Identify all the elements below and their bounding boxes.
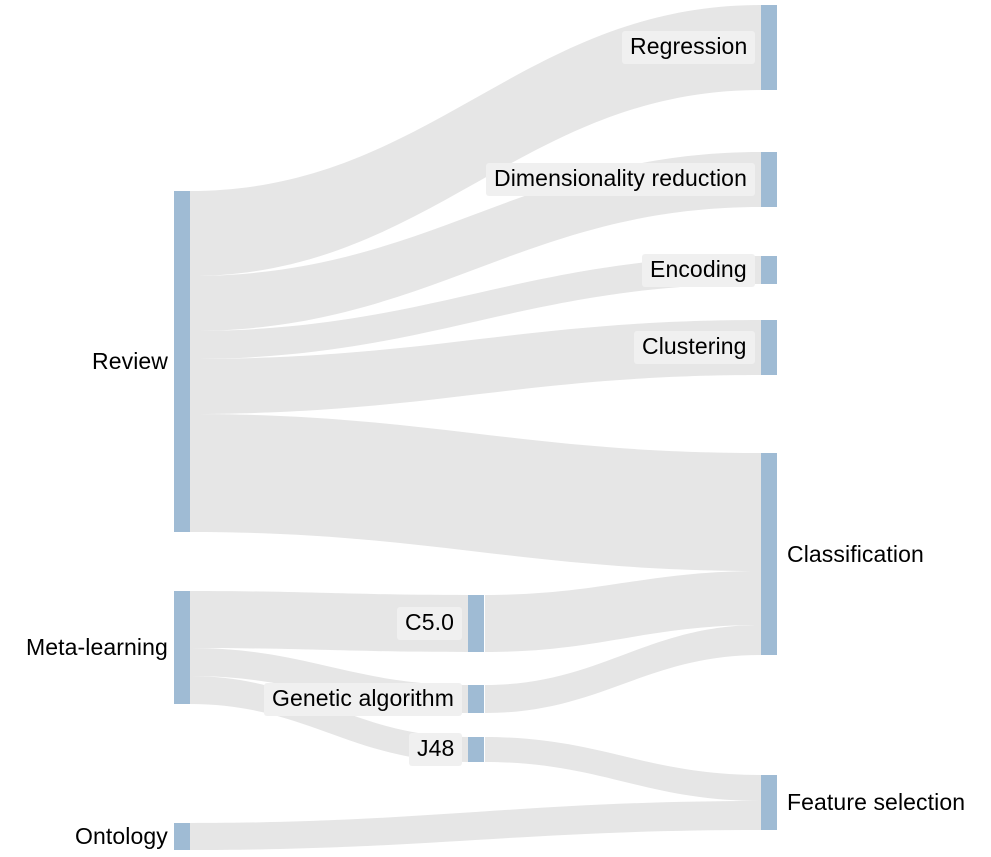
sankey-node-review[interactable] (174, 191, 190, 532)
sankey-node-label-meta-learning: Meta-learning (26, 634, 168, 660)
sankey-node-genetic-algorithm[interactable] (468, 685, 484, 713)
sankey-link-j48-to-feature-selection[interactable] (485, 737, 761, 801)
sankey-link-c5.0-to-classification[interactable] (485, 571, 761, 652)
sankey-links-group (190, 5, 761, 850)
sankey-node-label-regression: Regression (622, 31, 756, 64)
sankey-node-label-j48: J48 (409, 733, 463, 766)
sankey-node-label-feature-selection: Feature selection (787, 789, 966, 815)
sankey-node-clustering[interactable] (761, 320, 777, 375)
sankey-link-meta-learning-to-j48[interactable] (190, 676, 468, 762)
sankey-node-label-encoding: Encoding (642, 254, 755, 287)
sankey-node-label-genetic-algorithm: Genetic algorithm (264, 683, 462, 716)
sankey-node-dimensionality-reduction[interactable] (761, 152, 777, 207)
sankey-node-feature-selection[interactable] (761, 775, 777, 830)
sankey-node-label-ontology: Ontology (75, 823, 168, 849)
sankey-link-review-to-dimensionality-reduction[interactable] (190, 152, 761, 331)
sankey-node-label-c5.0: C5.0 (397, 607, 462, 640)
sankey-node-label-classification: Classification (787, 541, 924, 567)
sankey-link-review-to-regression[interactable] (190, 5, 761, 276)
sankey-node-ontology[interactable] (174, 823, 190, 850)
sankey-node-label-clustering: Clustering (634, 331, 755, 364)
sankey-link-review-to-encoding[interactable] (190, 256, 761, 359)
sankey-node-encoding[interactable] (761, 256, 777, 284)
sankey-link-ontology-to-feature-selection[interactable] (190, 801, 761, 850)
sankey-node-classification[interactable] (761, 453, 777, 655)
sankey-nodes-group (174, 5, 777, 850)
sankey-node-regression[interactable] (761, 5, 777, 90)
sankey-node-label-review: Review (92, 348, 169, 374)
sankey-node-c5.0[interactable] (468, 595, 484, 652)
sankey-link-review-to-classification[interactable] (190, 414, 761, 571)
sankey-link-review-to-clustering[interactable] (190, 320, 761, 414)
sankey-link-genetic-algorithm-to-classification[interactable] (485, 625, 761, 713)
sankey-node-meta-learning[interactable] (174, 591, 190, 704)
sankey-node-label-dimensionality-reduction: Dimensionality reduction (486, 163, 755, 196)
sankey-node-j48[interactable] (468, 737, 484, 762)
